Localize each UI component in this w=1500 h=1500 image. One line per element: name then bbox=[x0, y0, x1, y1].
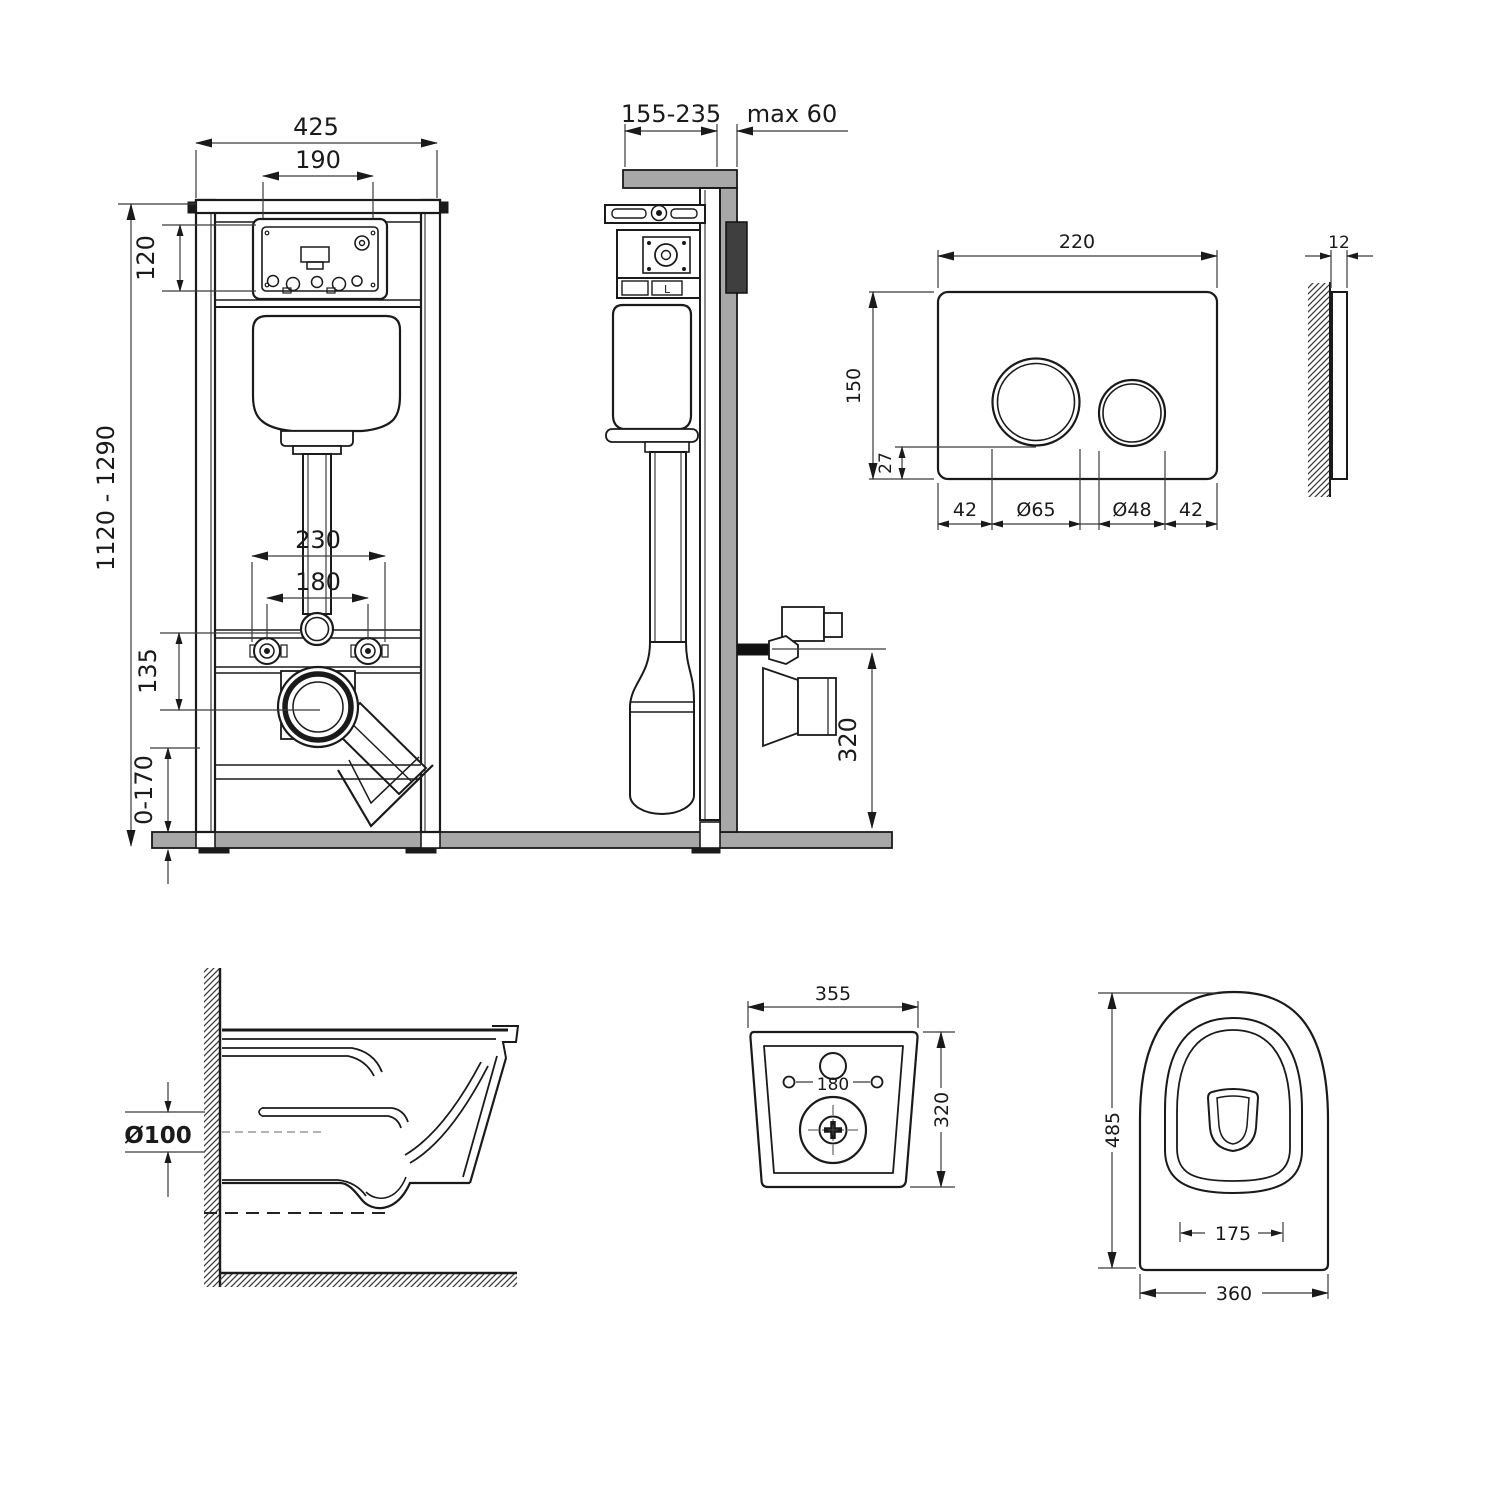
dim-bowl-back-width: 355 bbox=[815, 983, 851, 1005]
bowl-top-view bbox=[1138, 990, 1330, 1272]
dim-bowl-hole-spacing: 180 bbox=[817, 1075, 849, 1095]
dim-plate-width: 220 bbox=[1059, 231, 1095, 253]
wall-hatch-band bbox=[204, 968, 220, 1287]
cistern-front bbox=[251, 314, 402, 433]
dim-fixing-outer: 230 bbox=[295, 526, 341, 554]
plate-profile bbox=[1331, 291, 1348, 480]
right-rail bbox=[419, 198, 442, 834]
dim-outlet-height: 320 bbox=[834, 717, 862, 763]
front-view-frame bbox=[187, 198, 449, 854]
dim-leg-adjust: 0-170 bbox=[130, 755, 158, 825]
dim-bowl-width: 360 bbox=[1216, 1283, 1252, 1305]
drain-connector-side bbox=[762, 666, 837, 748]
water-inlet-hole bbox=[819, 1052, 847, 1080]
side-foot-plate bbox=[691, 847, 721, 854]
dim-wall-max: max 60 bbox=[747, 100, 837, 128]
dim-small-button: Ø48 bbox=[1112, 499, 1151, 521]
dim-large-button: Ø65 bbox=[1016, 499, 1055, 521]
dim-plate-thickness: 12 bbox=[1328, 233, 1350, 253]
valve-label: L bbox=[664, 283, 671, 296]
left-foot-plate bbox=[198, 847, 230, 854]
flush-plate-front bbox=[936, 290, 1219, 481]
large-flush-button bbox=[991, 357, 1081, 447]
side-view: L bbox=[604, 169, 843, 854]
drain-outlet-front bbox=[276, 665, 434, 828]
dim-button-offset: 27 bbox=[876, 452, 896, 474]
outlet-bend bbox=[629, 641, 695, 815]
wall-hatch bbox=[1308, 283, 1330, 497]
seat-ring-outer bbox=[1164, 1016, 1303, 1195]
seat-ring-inner bbox=[1176, 1029, 1291, 1182]
dim-plate-height: 150 bbox=[843, 368, 865, 404]
fixing-hole-left bbox=[782, 1075, 796, 1089]
plate-body bbox=[936, 290, 1219, 481]
dim-window-height: 120 bbox=[132, 235, 160, 281]
bowl-back-view bbox=[749, 1030, 919, 1189]
dimensions bbox=[118, 124, 1373, 1299]
dim-bowl-length: 485 bbox=[1102, 1112, 1124, 1148]
dim-bowl-back-height: 320 bbox=[931, 1092, 953, 1128]
inspection-window bbox=[251, 217, 389, 301]
dim-window-width: 190 bbox=[295, 146, 341, 174]
bowl-side-section bbox=[204, 968, 520, 1287]
dim-outlet-dia: Ø100 bbox=[124, 1123, 192, 1149]
dim-outlet-offset: 135 bbox=[134, 648, 162, 694]
dim-frame-depth: 155-235 bbox=[621, 100, 721, 128]
dim-seat-inner-width: 175 bbox=[1215, 1223, 1251, 1245]
wall-bracket bbox=[604, 204, 706, 224]
floor-hatch-band bbox=[220, 1273, 517, 1287]
fixing-bolt-right bbox=[350, 637, 389, 665]
flush-plate-side bbox=[1308, 282, 1348, 497]
flush-inlet-shape bbox=[1206, 1088, 1260, 1153]
cistern-side bbox=[611, 303, 693, 431]
dim-fixing-inner: 180 bbox=[295, 568, 341, 596]
dim-frame-width: 425 bbox=[293, 113, 339, 141]
wall-access-box bbox=[725, 221, 748, 294]
small-flush-button bbox=[1097, 378, 1167, 448]
left-rail bbox=[194, 198, 217, 834]
dim-frame-height: 1120 - 1290 bbox=[92, 425, 120, 571]
fixing-hole-right bbox=[870, 1075, 884, 1089]
floor-slab bbox=[151, 831, 893, 849]
fixing-stud bbox=[736, 606, 843, 665]
top-crossbar bbox=[194, 198, 442, 215]
dim-plate-margin-left: 42 bbox=[953, 499, 977, 521]
fixing-bolt-left bbox=[249, 637, 288, 665]
cistern-mechanism: L bbox=[616, 229, 701, 299]
outlet-hole bbox=[798, 1095, 868, 1165]
wall-top-bar bbox=[622, 169, 738, 189]
dimension-labels: 425 190 120 1120 - 1290 230 180 135 0-17… bbox=[92, 100, 1350, 1305]
frame-rail-side bbox=[699, 187, 721, 821]
right-foot-plate bbox=[405, 847, 437, 854]
dim-plate-margin-right: 42 bbox=[1179, 499, 1203, 521]
flush-pipe-side bbox=[649, 451, 687, 643]
